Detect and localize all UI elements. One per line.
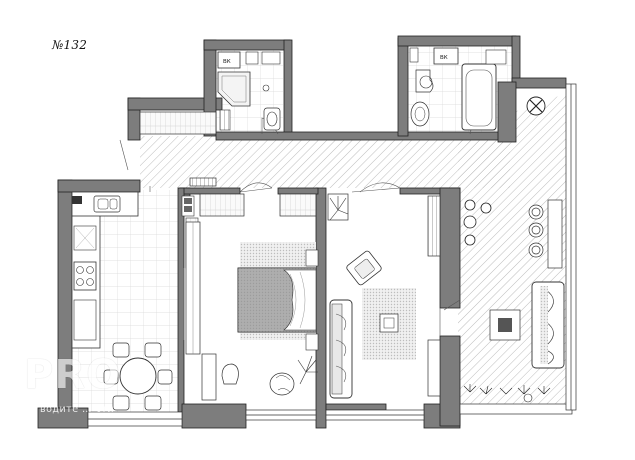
washing-machine <box>217 51 241 69</box>
coffee-table <box>379 313 399 333</box>
laundry-label: ВК <box>223 59 231 65</box>
wash-basin <box>263 107 281 131</box>
plant-pots <box>463 199 492 246</box>
corridor-wardrobe <box>139 111 217 135</box>
bean-bag <box>269 372 295 396</box>
bed-blanket <box>283 269 317 331</box>
corner-shower <box>217 71 251 107</box>
loggia-bench <box>547 199 563 269</box>
radiator <box>189 177 217 187</box>
bedroom <box>185 193 319 401</box>
living-plant <box>329 196 349 221</box>
bedroom-plant <box>297 355 318 385</box>
bathroom-label: ВК <box>440 55 448 61</box>
windows <box>87 83 577 427</box>
walls <box>37 35 567 429</box>
bedroom-wardrobe <box>199 193 245 217</box>
plan-number: №132 <box>52 38 88 52</box>
washer <box>433 47 459 65</box>
bedroom-desk <box>201 353 217 401</box>
sofa <box>329 299 353 399</box>
laundry-room: ВК <box>217 51 281 131</box>
bathtub <box>461 63 497 131</box>
floor-drain <box>262 84 270 92</box>
tv-stand <box>427 339 441 397</box>
stools <box>528 204 544 258</box>
watermark-tagline: водите … сти <box>40 404 115 415</box>
watermark-logo: PRO <box>24 352 122 398</box>
loggia-planters <box>463 384 551 403</box>
doors <box>119 117 475 336</box>
desk-chair <box>221 363 239 385</box>
nightstand <box>305 249 319 267</box>
loggia-sofa <box>531 281 565 369</box>
loggia <box>463 96 565 403</box>
kitchen-sink <box>93 195 121 213</box>
dining-table <box>119 357 157 395</box>
bookshelf <box>427 195 441 257</box>
armchair <box>346 250 382 286</box>
bathroom-sink <box>410 101 430 127</box>
dining-chairs <box>103 342 173 411</box>
stove <box>73 261 97 291</box>
living-room <box>327 193 441 399</box>
laundry-shelf <box>245 51 259 65</box>
bathroom: ВК <box>409 47 507 131</box>
toilet <box>415 69 434 93</box>
